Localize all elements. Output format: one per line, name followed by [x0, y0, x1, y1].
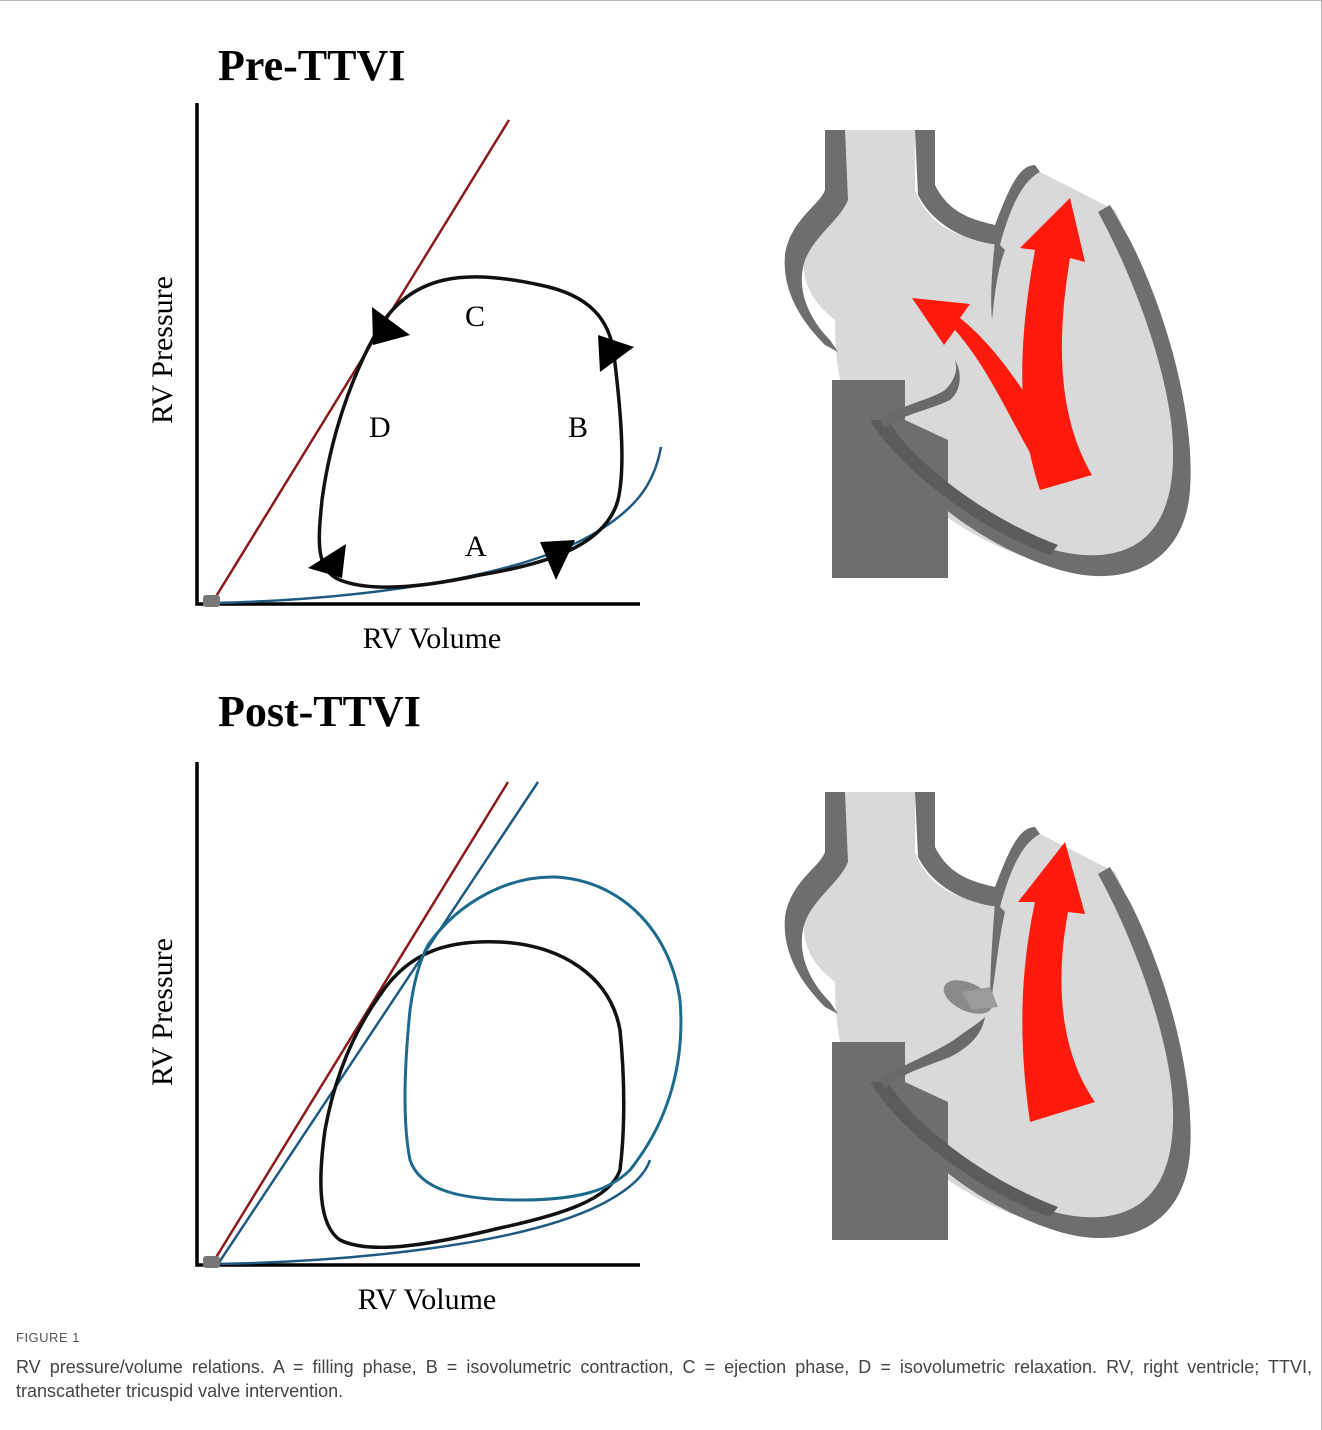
pre-y-axis-label: RV Pressure — [146, 276, 179, 424]
figure-label: FIGURE 1 — [16, 1330, 80, 1345]
post-ttvi-heart-illustration — [785, 792, 1191, 1240]
post-axes — [197, 762, 640, 1265]
pre-x-axis-label: RV Volume — [363, 622, 501, 655]
figure-canvas: Pre-TTVI C D B A RV Volume RV Pressure — [0, 0, 1322, 1320]
phase-label-b: B — [568, 411, 588, 444]
pre-origin-marker — [203, 595, 220, 607]
post-espvr-line-pre — [212, 782, 508, 1264]
pre-edpvr-curve — [212, 447, 661, 603]
post-baseline-loop — [321, 942, 624, 1248]
post-espvr-line-post — [218, 782, 538, 1264]
pre-ttvi-title: Pre-TTVI — [218, 41, 405, 90]
post-y-axis-label: RV Pressure — [146, 938, 179, 1086]
post-x-axis-label: RV Volume — [358, 1283, 496, 1316]
post-ttvi-title: Post-TTVI — [218, 687, 421, 736]
pre-axes — [197, 103, 640, 604]
phase-label-d: D — [369, 411, 391, 444]
figure-caption: RV pressure/volume relations. A = fillin… — [16, 1355, 1312, 1403]
pre-ttvi-pv-loop-panel: Pre-TTVI C D B A RV Volume RV Pressure — [146, 41, 661, 655]
phase-label-c: C — [465, 300, 485, 333]
pre-loop-arrowhead-bottom-left — [308, 544, 346, 578]
post-intervention-loop — [405, 877, 681, 1200]
post-ttvi-pv-loop-panel: Post-TTVI RV Volume RV Pressure — [146, 687, 681, 1316]
phase-label-a: A — [465, 530, 487, 563]
post-origin-marker — [203, 1256, 220, 1268]
pre-ttvi-heart-illustration — [785, 130, 1191, 578]
